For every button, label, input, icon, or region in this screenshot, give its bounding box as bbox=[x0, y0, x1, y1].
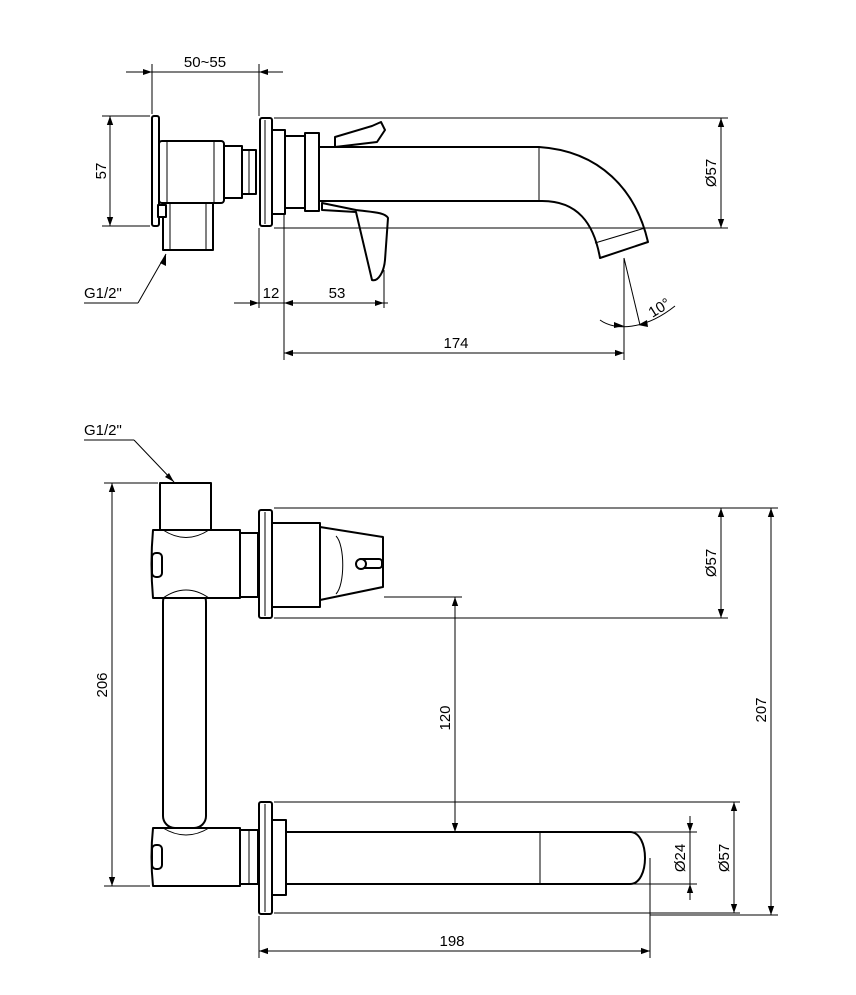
top-inlet bbox=[159, 482, 212, 531]
dim-rosette-thickness: 12 bbox=[263, 285, 280, 302]
rosette-collar bbox=[271, 129, 286, 215]
front-view: G1/2" 206 Ø57 120 207 Ø57 Ø24 bbox=[84, 422, 778, 958]
dim-height-left: 57 bbox=[93, 163, 110, 180]
dim-total-height-left: 206 bbox=[94, 672, 111, 697]
spout-front bbox=[285, 831, 646, 885]
dim-lower-rosette-diameter: Ø57 bbox=[716, 844, 733, 872]
side-view: 50~55 57 Ø57 12 53 174 10° bbox=[84, 54, 728, 360]
dim-axis-spacing: 120 bbox=[437, 705, 454, 730]
cartridge-housing bbox=[223, 145, 243, 199]
inlet-pipe bbox=[162, 202, 214, 251]
rosette bbox=[259, 117, 273, 227]
dim-angle: 10° bbox=[645, 295, 673, 321]
thread-label-front: G1/2" bbox=[84, 422, 122, 439]
dim-rosette-diameter: Ø57 bbox=[703, 159, 720, 187]
thread-label-side: G1/2" bbox=[84, 285, 122, 302]
upper-mixer-body bbox=[150, 529, 241, 599]
dim-outlet-diameter: Ø24 bbox=[672, 844, 689, 872]
lever-handle bbox=[334, 121, 386, 148]
dim-upper-rosette-diameter: Ø57 bbox=[703, 549, 720, 577]
dim-spout-length: 198 bbox=[439, 933, 464, 950]
lever-front bbox=[319, 526, 384, 601]
dim-total-height-right: 207 bbox=[753, 697, 770, 722]
lower-mixer-body bbox=[150, 827, 241, 887]
lower-outlet-slot bbox=[151, 844, 163, 870]
upper-outlet-slot bbox=[151, 552, 163, 578]
dim-depth-range: 50~55 bbox=[184, 54, 226, 71]
vertical-pipe bbox=[162, 589, 207, 829]
spout bbox=[318, 146, 649, 259]
dim-handle-offset: 53 bbox=[329, 285, 346, 302]
dim-spout-reach: 174 bbox=[443, 335, 468, 352]
